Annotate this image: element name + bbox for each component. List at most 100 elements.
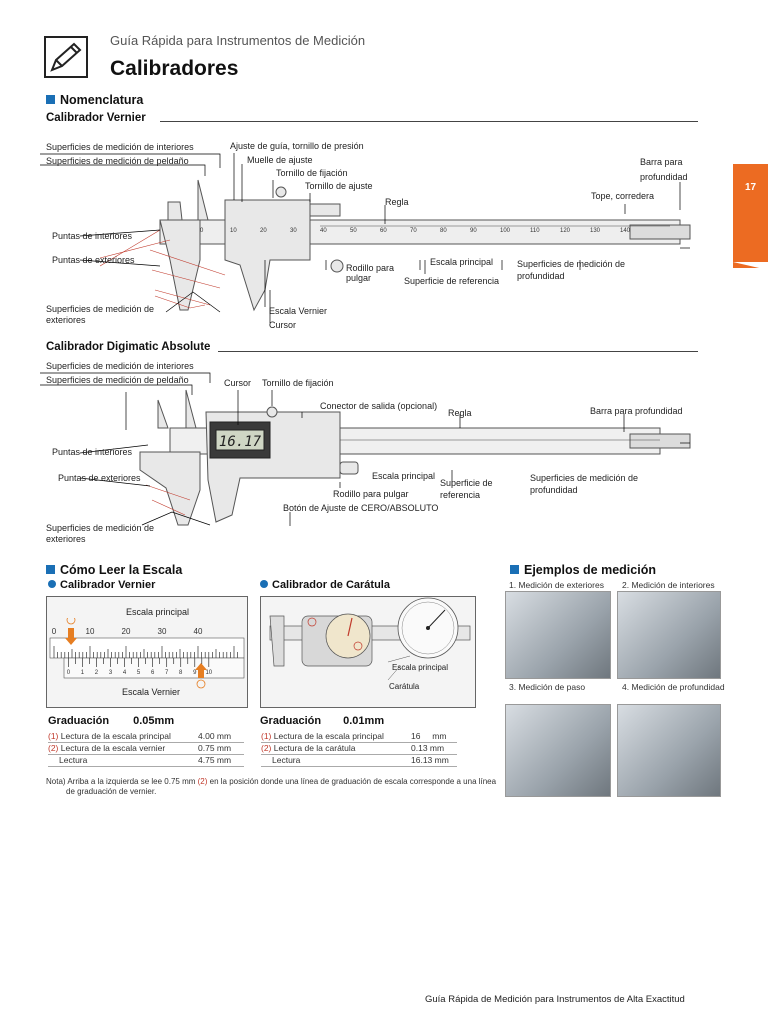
label-sup-peldano: Superficies de medición de peldaño <box>46 156 189 166</box>
label-regla-d: Regla <box>448 408 472 418</box>
svg-text:70: 70 <box>410 228 417 234</box>
digimatic-title: Calibrador Digimatic Absolute <box>46 341 211 353</box>
photo-medicion-paso <box>505 704 611 797</box>
vernier-scale-tick-label: 0 <box>67 670 71 676</box>
square-bullet-icon <box>46 565 55 574</box>
main-scale-tick-label: 30 <box>158 627 167 636</box>
nota-line1: Nota) Arriba a la izquierda se lee 0.75 … <box>46 777 497 786</box>
reading-row-label: Lectura de la escala vernier <box>60 743 166 753</box>
subtitle-caratula: Calibrador de Carátula <box>260 579 390 591</box>
label-sup-exteriores: Superficies de medición de exteriores <box>46 304 155 325</box>
main-scale-tick-label: 0 <box>52 627 57 636</box>
label-puntas-exteriores-d: Puntas de exteriores <box>58 473 141 483</box>
reading-row-value: 0.75 mm <box>198 743 232 753</box>
photo-medicion-exteriores <box>505 591 611 679</box>
reading-row-label: Lectura de la escala principal <box>60 731 171 741</box>
vernier-scale-tick-label: 4 <box>123 670 127 676</box>
label-rodillo-d: Rodillo para pulgar <box>333 489 409 499</box>
label-cursor-d: Cursor <box>224 378 252 388</box>
svg-text:100: 100 <box>500 228 511 234</box>
row-divider <box>48 742 244 743</box>
scale-vernier-label: Escala Vernier <box>122 687 181 697</box>
vernier-scale-tick-label: 6 <box>151 670 155 676</box>
label-sup-interiores: Superficies de medición de interiores <box>46 142 194 152</box>
label-sup-profundidad-d: Superficies de medición de profundidad <box>530 473 639 495</box>
vernier-scale-tick-label: 10 <box>205 670 212 676</box>
scale-main-label: Escala principal <box>126 607 190 617</box>
subtitle-vernier: Calibrador Vernier <box>48 579 155 591</box>
svg-text:60: 60 <box>380 228 387 234</box>
svg-text:80: 80 <box>440 228 447 234</box>
svg-text:50: 50 <box>350 228 357 234</box>
row-divider <box>261 742 457 743</box>
reading-row-value: 16.13 mm <box>411 755 449 765</box>
label-cursor: Cursor <box>269 320 297 330</box>
label-conector: Conector de salida (opcional) <box>320 401 438 411</box>
dial-caliper-drawing <box>269 597 471 681</box>
dial-escala-principal: Escala principal <box>392 663 449 672</box>
svg-text:140: 140 <box>620 228 631 234</box>
divider <box>160 121 698 122</box>
photo-medicion-profundidad <box>617 704 721 797</box>
reading-row-label: Lectura <box>59 755 88 765</box>
nota-line2: de graduación de vernier. <box>66 787 157 796</box>
label-ajuste-guia: Ajuste de guía, tornillo de presión <box>230 141 364 151</box>
svg-text:30: 30 <box>290 228 297 234</box>
ejemplo-1-caption: 1. Medición de exteriores <box>509 580 604 590</box>
page-number-tab: 17 <box>733 164 768 268</box>
reading-row-value: 4.75 mm <box>198 755 232 765</box>
label-puntas-interiores: Puntas de interiores <box>52 231 133 241</box>
label-escala-principal: Escala principal <box>430 257 494 267</box>
tab-notch <box>733 262 768 270</box>
vernier-scale-tick-label: 8 <box>179 670 183 676</box>
reading-row-label: Lectura de la carátula <box>273 743 356 753</box>
reading-row-number: (1) <box>261 731 274 741</box>
label-barra: Barra para profundidad <box>640 157 688 182</box>
svg-text:120: 120 <box>560 228 571 234</box>
label-puntas-exteriores: Puntas de exteriores <box>52 255 135 265</box>
svg-text:90: 90 <box>470 228 477 234</box>
pencil-icon <box>44 36 88 78</box>
section-como-leer: Cómo Leer la Escala <box>46 563 182 577</box>
circle-bullet-icon <box>48 580 56 588</box>
circle-bullet-icon <box>260 580 268 588</box>
header-subtitle: Guía Rápida para Instrumentos de Medició… <box>110 33 366 48</box>
label-sup-exteriores-d: Superficies de medición de exteriores <box>46 523 155 544</box>
label-escala-principal-d: Escala principal <box>372 471 436 481</box>
reading-row-value: 4.00 mm <box>198 731 232 741</box>
row-divider <box>48 754 244 755</box>
main-scale-tick-label: 10 <box>86 627 95 636</box>
label-sup-interiores-d: Superficies de medición de interiores <box>46 361 194 371</box>
section-ejemplos: Ejemplos de medición <box>510 563 656 577</box>
label-sup-peldano-d: Superficies de medición de peldaño <box>46 375 189 385</box>
digimatic-caliper-diagram <box>40 372 691 526</box>
reading-row-number: (1) <box>48 731 61 741</box>
square-bullet-icon <box>510 565 519 574</box>
reading-row-number: (2) <box>48 743 61 753</box>
main-scale-tick-label: 40 <box>194 627 203 636</box>
label-sup-referencia: Superficie de referencia <box>404 276 500 286</box>
vernier-scale-tick-label: 5 <box>137 670 141 676</box>
label-regla: Regla <box>385 197 409 207</box>
ejemplo-4-caption: 4. Medición de profundidad <box>622 682 725 692</box>
label-sup-profundidad: Superficies de medición de profundidad <box>517 259 626 281</box>
page-title: Calibradores <box>110 57 239 80</box>
square-bullet-icon <box>46 95 55 104</box>
reading-row-value: 16 mm <box>411 731 447 741</box>
vernier-scale-tick-label: 1 <box>81 670 85 676</box>
reading-row-label: Lectura de la escala principal <box>273 731 384 741</box>
footer: Guía Rápida de Medición para Instrumento… <box>425 994 685 1005</box>
label-boton-cero: Botón de Ajuste de CERO/ABSOLUTO <box>283 503 439 513</box>
label-tornillo-fijacion-d: Tornillo de fijación <box>262 378 334 388</box>
svg-text:40: 40 <box>320 228 327 234</box>
section-nomenclatura: Nomenclatura <box>46 93 143 107</box>
label-tornillo-ajuste: Tornillo de ajuste <box>305 181 373 191</box>
dial-caratula: Carátula <box>389 682 420 691</box>
label-puntas-interiores-d: Puntas de interiores <box>52 447 133 457</box>
main-scale-tick-label: 20 <box>122 627 131 636</box>
reading-row: (1) Lectura de la escala principal <box>261 731 384 741</box>
